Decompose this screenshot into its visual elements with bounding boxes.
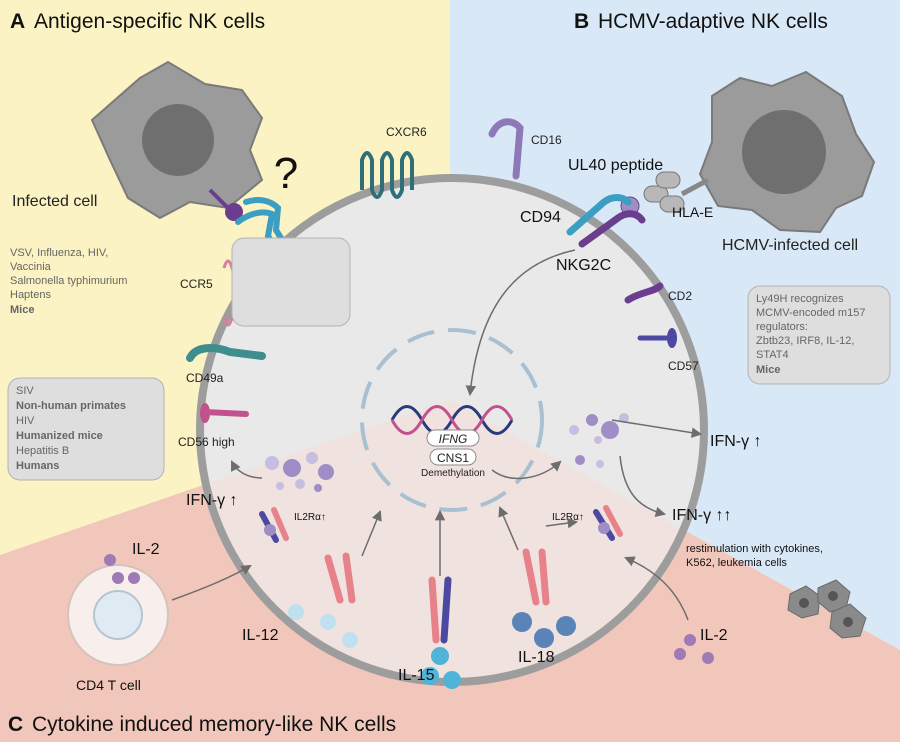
restim-line-2: K562, leukemia cells [686,557,787,569]
panel-c-letter: C [8,713,23,736]
granules-left [265,452,334,492]
infected-cell-label: Infected cell [12,193,97,210]
box-b-line: MCMV-encoded m157 [756,307,865,319]
box-b-line: Zbtb23, IRF8, IL-12, [756,335,854,347]
ifn-restim-label: IFN-γ ↑↑ [672,507,732,524]
il2-left-molecules [104,554,140,584]
panel-b-box-mice [747,285,891,385]
cns1-box [429,448,477,466]
il2ra-right-arrow [545,517,579,529]
box2-line-bold: Non-human primates [16,400,126,412]
cd56-receptor [202,409,249,417]
ifn-right-label: IFN-γ ↑ [710,433,762,450]
box-b-line: Ly49H recognizes [756,293,844,305]
demethylation-label: Demethylation [421,468,485,479]
nkg2c-receptor [578,210,646,248]
infected-cell-nucleus [142,104,214,176]
box2-line-bold: Humans [16,460,59,472]
panel-b-title: HCMV-adaptive NK cells [598,10,828,33]
il12-arrow [361,510,382,557]
panel-b-letter: B [574,10,589,33]
nkg2c-label: NKG2C [556,257,611,274]
box1-line: VSV, Influenza, HIV, [10,247,108,259]
cd94-receptor [566,194,632,236]
box1-line: Vaccinia [10,261,52,273]
il18-molecules [512,612,576,648]
ifng-gene-label: IFNG [439,432,468,446]
il2-right-arrow [624,556,689,621]
restim-line-1: restimulation with cytokines, [686,543,823,555]
question-mark: ? [274,149,298,198]
signal-arrow [465,249,576,397]
il12-receptor [324,552,356,604]
cd56-label: CD56 high [178,435,235,449]
cd2-receptor [624,282,664,304]
ifn-arrow-right [611,419,703,438]
box2-line: HIV [16,415,35,427]
ul40-label: UL40 peptide [568,157,663,174]
box2-line: Hepatitis B [16,445,69,457]
antigen-receptor [235,197,295,265]
panel-c-title: Cytokine induced memory-like NK cells [32,713,396,736]
hla-e-label: HLA-E [672,204,713,220]
ifn-arrow-left [231,460,263,479]
box1-line: Salmonella typhimurium [10,275,127,287]
cd2-label: CD2 [668,289,692,303]
cd16-label: CD16 [531,133,562,147]
il2ra-right-label: IL2Rα↑ [552,512,584,523]
antigen-ball [225,203,243,221]
il12-label: IL-12 [242,627,279,644]
il2-right-label: IL-2 [700,627,728,644]
il2r-right [593,505,623,541]
il2ra-left-label: IL2Rα↑ [294,512,326,523]
il18-arrow [498,506,519,551]
hla-e [643,171,710,213]
panel-a-letter: A [10,10,25,33]
granules-right [569,413,629,468]
il15-receptor [428,576,452,644]
cd57-label: CD57 [668,359,699,373]
hcmv-cell-nucleus [742,110,826,194]
ccr5-label: CCR5 [180,277,213,291]
panel-a-box-primates [7,377,165,481]
ifn-arrow-restim [619,455,667,518]
box2-line: SIV [16,385,34,397]
il2-right-molecules [674,634,714,664]
il18-receptor [522,548,550,606]
il12-molecules [288,604,358,648]
il15-label: IL-15 [398,667,435,684]
ifng-gene-box [426,429,480,447]
il2r-left [259,507,289,543]
box1-species: Mice [10,304,34,316]
ifn-left-label: IFN-γ ↑ [186,492,238,509]
nucleus [360,328,544,512]
cxcr6-receptor [360,151,414,199]
box-b-line: STAT4 [756,349,789,361]
cns1-label: CNS1 [437,451,469,465]
panel-a-box-mice [231,237,351,327]
ifng-dna-helix [390,405,514,435]
cd94-label: CD94 [520,209,561,226]
il15-molecules [421,647,461,689]
demethylation-arrow [491,460,562,480]
panel-a-title: Antigen-specific NK cells [34,10,265,33]
cd16-receptor [488,118,524,180]
hcmv-cell-label: HCMV-infected cell [722,237,858,254]
cd49a-receptor [186,344,266,362]
box2-line-bold: Humanized mice [16,430,103,442]
cd4-t-cell-nucleus [93,590,143,640]
cd49a-label: CD49a [186,371,224,385]
cxcr6-label: CXCR6 [386,125,427,139]
il2-left-arrow [171,564,252,601]
box1-line: Haptens [10,289,51,301]
il18-label: IL-18 [518,649,555,666]
il2-left-label: IL-2 [132,541,160,558]
box-b-species: Mice [756,364,780,376]
target-cells [787,579,867,639]
cd4-label: CD4 T cell [76,677,141,693]
box-b-line: regulators: [756,321,808,333]
